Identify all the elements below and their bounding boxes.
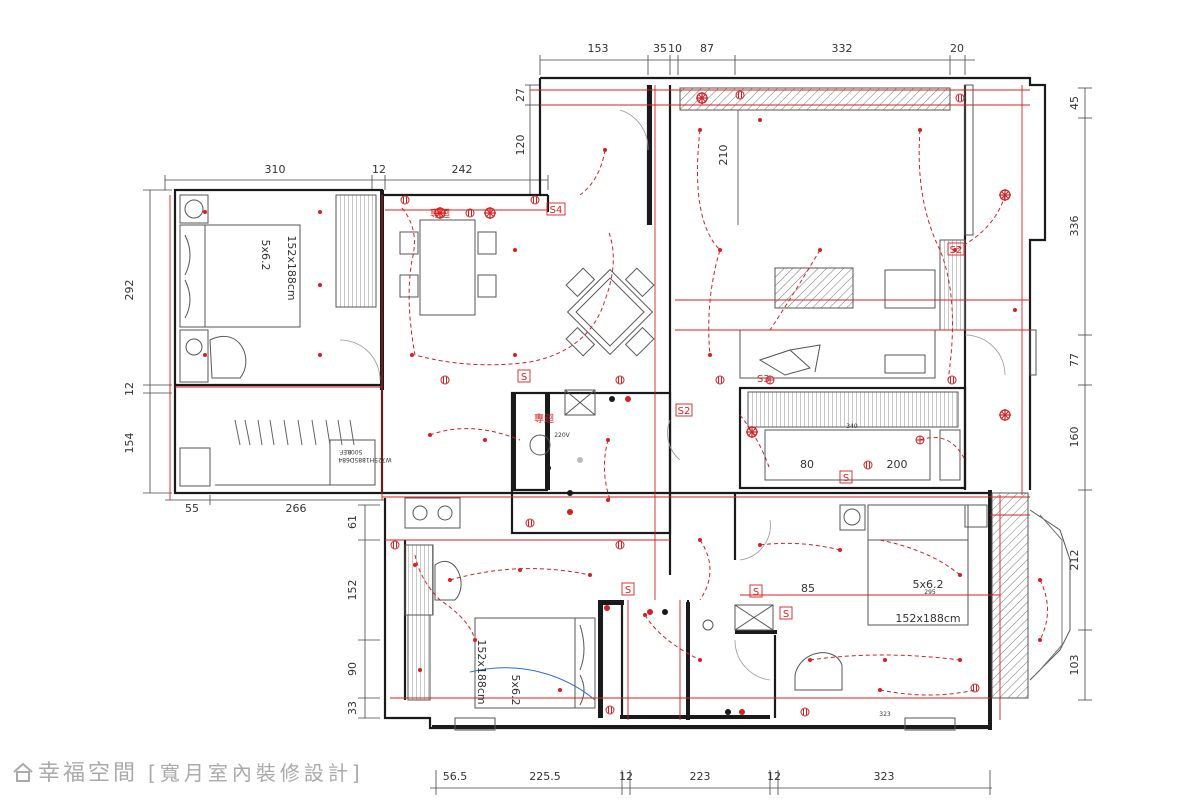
dim-top-5: 332: [832, 42, 853, 55]
switch-s-2: S: [843, 473, 849, 484]
dim-left-upper-3: 242: [452, 163, 473, 176]
fixture-dots: [545, 396, 745, 715]
dim-right-5: 212: [1068, 550, 1081, 571]
switch-s-3: S: [625, 585, 631, 596]
dim-uv-1: 27: [514, 88, 527, 102]
dim-lv-2: 12: [123, 382, 136, 396]
kitchen-note2: 專迴: [534, 412, 554, 425]
watermark: 幸福空間 [寬月室內裝修設計]: [12, 755, 364, 787]
blue-arc: [469, 667, 596, 701]
dim-top-1: 153: [588, 42, 609, 55]
house-logo-icon: [13, 762, 33, 782]
bed-dims-bl: 152x188cm: [475, 639, 488, 704]
dim-top-6: 20: [950, 42, 964, 55]
fridge-line3: W725H1885D684: [338, 456, 391, 463]
bed-bottom-left: [474, 617, 596, 709]
red-guide-lines: [169, 85, 1030, 720]
switch-labels: S S2 S3 S4 S S S S2 S: [517, 202, 965, 620]
dim-top-3: 10: [668, 42, 682, 55]
dim-right-3: 77: [1068, 353, 1081, 367]
dim-top-2: 35: [653, 42, 667, 55]
dim-bottom-2: 225.5: [529, 770, 561, 783]
dashed-wiring: [401, 129, 1048, 696]
bed-size-bl: 5x6.2: [509, 674, 522, 705]
switch-s-5: S: [783, 609, 789, 620]
door-swings: [339, 109, 1006, 681]
switch-s-4: S: [753, 587, 759, 598]
fridge-line2: 500L: [347, 448, 362, 455]
bed-dims-tl: 152x188cm: [285, 235, 298, 300]
bed-top-left: [179, 224, 301, 328]
bed-size-br: 5x6.2: [912, 578, 943, 591]
dim-85: 85: [801, 582, 815, 595]
dim-top-4: 87: [700, 42, 714, 55]
bed-bottom-right: [867, 504, 969, 626]
switch-s2-1: S2: [678, 406, 691, 417]
kitchen-note: 專迴: [430, 207, 450, 220]
dimension-labels: 153 35 10 87 332 20 310 12 242 45 336 77…: [123, 42, 1081, 783]
dim-295: 295: [924, 589, 936, 596]
switch-s-1: S: [521, 372, 527, 383]
dim-bottom-5: 12: [767, 770, 781, 783]
dim-llv-2: 152: [346, 580, 359, 601]
sofa-200: 200: [887, 458, 908, 471]
dim-bottom-1: 56.5: [443, 770, 468, 783]
dim-lbh-1: 55: [185, 502, 199, 515]
dim-uv-3: 210: [717, 145, 730, 166]
switch-s3: S3: [757, 374, 770, 385]
bed-size-tl: 5x6.2: [259, 239, 272, 270]
dim-right-2: 336: [1068, 216, 1081, 237]
volt-label: 220V: [554, 432, 570, 439]
dim-lv-1: 292: [123, 280, 136, 301]
dim-right-4: 160: [1068, 427, 1081, 448]
watermark-brand: 幸福空間: [38, 761, 139, 786]
room-labels: 5x6.2 152x188cm 5x6.2 152x188cm 5x6.2 15…: [259, 207, 961, 718]
dim-lv-3: 154: [123, 433, 136, 454]
dim-llv-1: 61: [346, 515, 359, 529]
fridge-line1: REF.: [339, 448, 351, 455]
switch-s4: S4: [550, 205, 563, 216]
dim-right-1: 45: [1068, 96, 1081, 110]
dim-340: 340: [846, 423, 858, 430]
dim-bottom-6: 323: [874, 770, 895, 783]
dim-left-upper-1: 310: [265, 163, 286, 176]
sofa-80: 80: [800, 458, 814, 471]
dim-bottom-4: 223: [690, 770, 711, 783]
furniture: [179, 84, 1071, 731]
switch-s2-2: S2: [950, 245, 963, 256]
dim-uv-2: 120: [514, 135, 527, 156]
dim-llv-3: 90: [346, 662, 359, 676]
dim-llv-4: 33: [346, 701, 359, 715]
dim-left-upper-2: 12: [372, 163, 386, 176]
bed-dims-br: 152x188cm: [895, 612, 960, 625]
watermark-sub: [寬月室內裝修設計]: [148, 761, 364, 785]
dim-bottom-3: 12: [619, 770, 633, 783]
dim-lbh-2: 266: [286, 502, 307, 515]
dim-323: 323: [879, 711, 891, 718]
dimension-lines: [143, 55, 1092, 795]
dim-right-6: 103: [1068, 655, 1081, 676]
